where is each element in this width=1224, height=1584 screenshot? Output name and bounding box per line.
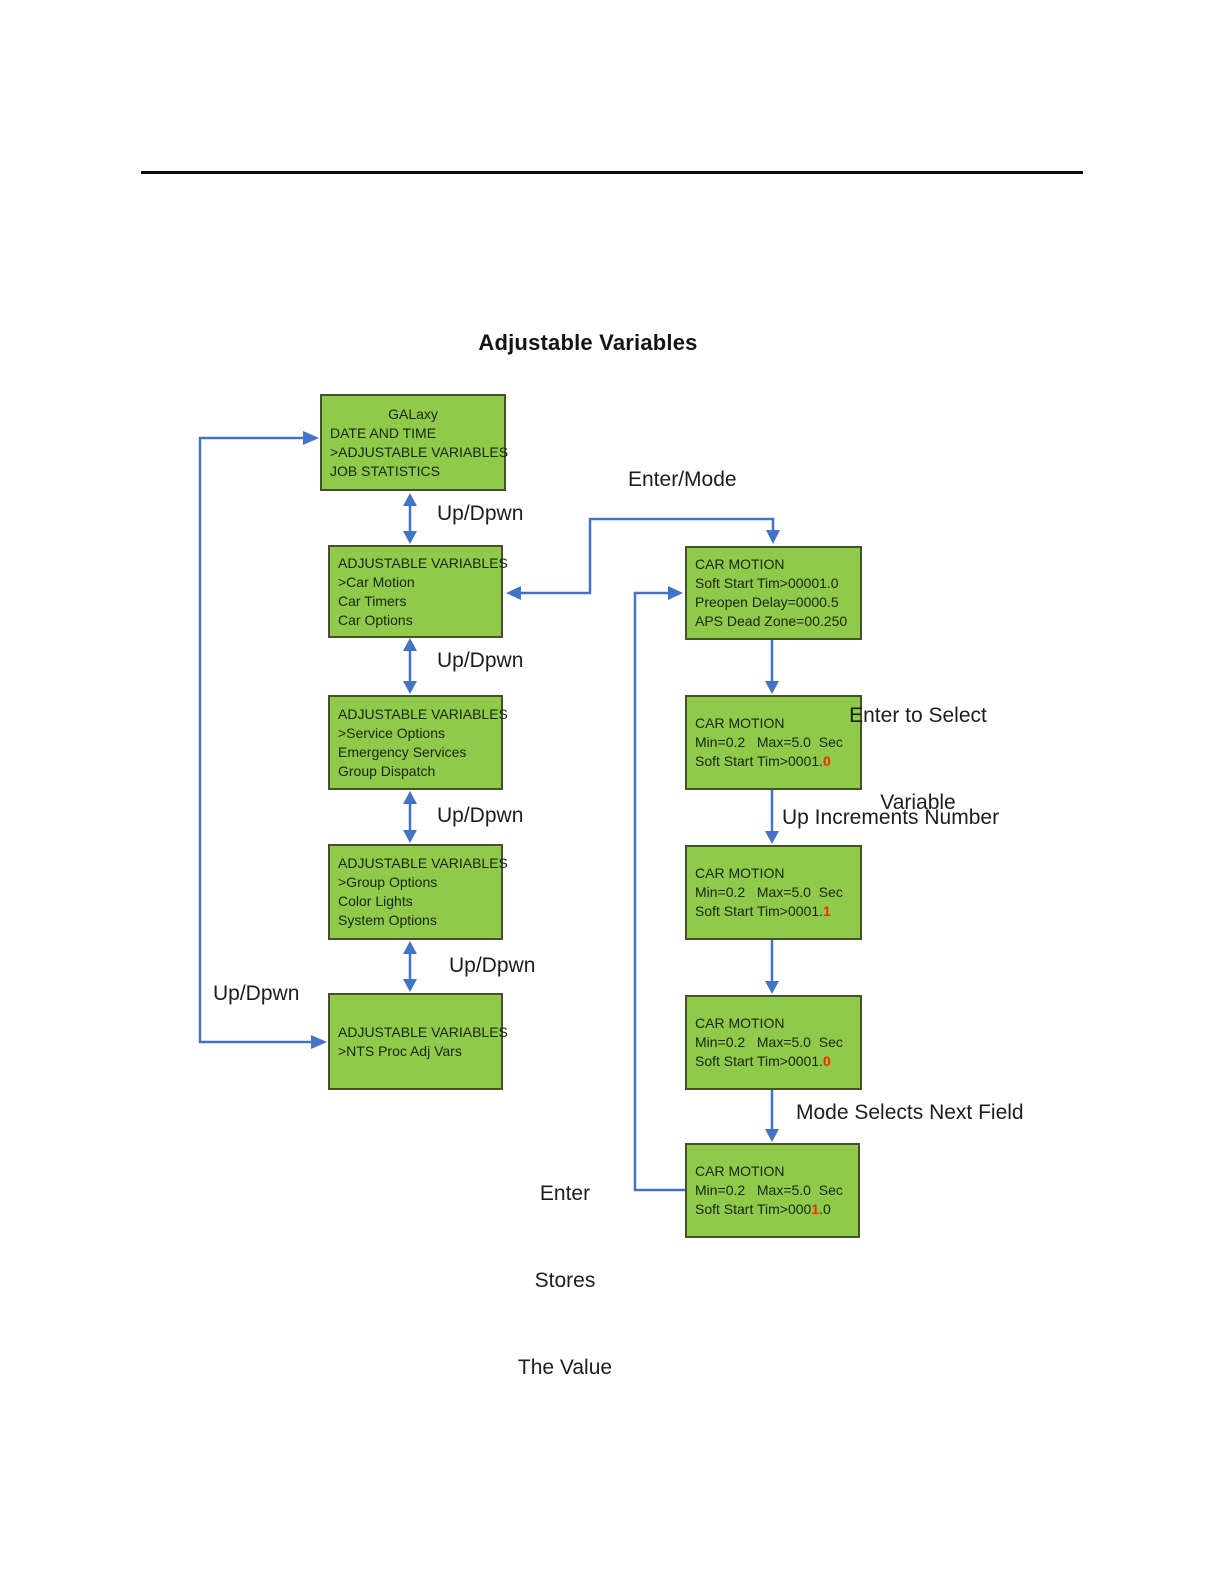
value-prefix: Soft Start Tim>000 bbox=[695, 1201, 812, 1217]
value-prefix: Soft Start Tim>0001. bbox=[695, 753, 824, 769]
connector-up-down-4 bbox=[403, 941, 417, 992]
screen-line: Soft Start Tim>00001.0 bbox=[695, 575, 839, 591]
screen-line: CAR MOTION bbox=[695, 1015, 785, 1031]
label-up-dpwn-2: Up/Dpwn bbox=[437, 649, 524, 672]
screen-line: CAR MOTION bbox=[695, 715, 785, 731]
value-edit-digit: 0 bbox=[823, 753, 831, 769]
screen-line: Emergency Services bbox=[338, 743, 467, 760]
screen-line: Min=0.2 Max=5.0 Sec bbox=[695, 1034, 843, 1050]
value-suffix: .0 bbox=[819, 1201, 831, 1217]
screen-line: Car Timers bbox=[338, 592, 407, 609]
screen-adjustable-variables-3: ADJUSTABLE VARIABLES >Group Options Colo… bbox=[328, 844, 508, 940]
screen-line: APS Dead Zone=00.250 bbox=[695, 613, 848, 629]
screen-line: >ADJUSTABLE VARIABLES bbox=[330, 443, 509, 460]
screen-line: Color Lights bbox=[338, 893, 413, 909]
screen-main-menu: GALaxy DATE AND TIME >ADJUSTABLE VARIABL… bbox=[320, 394, 509, 491]
screen-line: Group Dispatch bbox=[338, 762, 436, 779]
value-line: Soft Start Tim>0001.0 bbox=[695, 752, 852, 771]
label-enter-mode: Enter/Mode bbox=[628, 468, 737, 491]
screen-line: JOB STATISTICS bbox=[330, 462, 440, 479]
connector-up-increments bbox=[765, 790, 779, 844]
screen-line: >Service Options bbox=[338, 724, 445, 741]
connector-up-down-3 bbox=[403, 791, 417, 843]
label-line: Enter bbox=[539, 1182, 591, 1205]
connector-enter-stores bbox=[633, 586, 685, 1192]
connector-up-down-1 bbox=[403, 493, 417, 544]
screen-line: ADJUSTABLE VARIABLES bbox=[338, 1023, 508, 1040]
screen-line: CAR MOTION bbox=[695, 865, 785, 881]
value-prefix: Soft Start Tim>0001. bbox=[695, 903, 824, 919]
connector-mode-selects bbox=[765, 1090, 779, 1142]
label-line: Enter to Select bbox=[849, 704, 987, 727]
screen-line: ADJUSTABLE VARIABLES bbox=[338, 855, 508, 871]
label-up-dpwn-4: Up/Dpwn bbox=[449, 954, 536, 977]
label-up-dpwn-3: Up/Dpwn bbox=[437, 804, 524, 827]
connector-down-plain bbox=[765, 940, 779, 994]
value-prefix: Soft Start Tim>0001. bbox=[695, 1053, 824, 1069]
value-line: Soft Start Tim>0001.0 bbox=[695, 1052, 852, 1071]
screen-car-motion-decrement: CAR MOTION Min=0.2 Max=5.0 Sec Soft Star… bbox=[685, 995, 862, 1090]
screen-line: DATE AND TIME bbox=[330, 424, 437, 441]
screen-line: >Car Motion bbox=[338, 573, 415, 590]
screen-line: ADJUSTABLE VARIABLES bbox=[338, 705, 508, 722]
screen-line: CAR MOTION bbox=[695, 556, 785, 572]
label-enter-stores: Enter Stores The Value bbox=[510, 1121, 620, 1440]
screen-line: Car Options bbox=[338, 611, 413, 628]
screen-line: ADJUSTABLE VARIABLES bbox=[338, 554, 508, 571]
screen-line: >Group Options bbox=[338, 874, 438, 890]
screen-adjustable-variables-2: ADJUSTABLE VARIABLES >Service Options Em… bbox=[328, 695, 508, 790]
screen-line: Min=0.2 Max=5.0 Sec bbox=[695, 1182, 843, 1198]
header-rule bbox=[141, 171, 1083, 174]
screen-car-motion-increment: CAR MOTION Min=0.2 Max=5.0 Sec Soft Star… bbox=[685, 845, 862, 940]
label-line: The Value bbox=[517, 1356, 613, 1379]
label-up-dpwn-left: Up/Dpwn bbox=[213, 982, 300, 1005]
screen-line: Min=0.2 Max=5.0 Sec bbox=[695, 734, 843, 750]
value-edit-digit: 1 bbox=[811, 1201, 820, 1217]
screen-adjustable-variables-1: ADJUSTABLE VARIABLES >Car Motion Car Tim… bbox=[328, 545, 508, 638]
screen-line: Min=0.2 Max=5.0 Sec bbox=[695, 884, 843, 900]
label-line: Stores bbox=[534, 1269, 596, 1292]
screen-line: GALaxy bbox=[388, 405, 438, 422]
screen-line: >NTS Proc Adj Vars bbox=[338, 1042, 462, 1059]
screen-car-motion-next-field: CAR MOTION Min=0.2 Max=5.0 Sec Soft Star… bbox=[685, 1143, 860, 1238]
connector-left-loop bbox=[198, 431, 327, 1049]
label-enter-to-select: Enter to Select Variable bbox=[838, 643, 998, 875]
connector-up-down-2 bbox=[403, 638, 417, 694]
screen-car-motion-menu: CAR MOTION Soft Start Tim>00001.0 Preope… bbox=[685, 546, 862, 640]
value-edit-digit: 1 bbox=[823, 903, 831, 919]
value-edit-digit: 0 bbox=[823, 1053, 831, 1069]
label-line: Variable bbox=[880, 791, 956, 814]
screen-line: CAR MOTION bbox=[695, 1163, 785, 1179]
label-mode-selects: Mode Selects Next Field bbox=[796, 1101, 1024, 1124]
label-up-increments: Up Increments Number bbox=[782, 806, 1000, 829]
label-up-dpwn-1: Up/Dpwn bbox=[437, 502, 524, 525]
screen-car-motion-select: CAR MOTION Min=0.2 Max=5.0 Sec Soft Star… bbox=[685, 695, 862, 790]
connector-enter-to-select bbox=[765, 640, 779, 694]
screen-adjustable-variables-4: ADJUSTABLE VARIABLES >NTS Proc Adj Vars bbox=[328, 993, 508, 1090]
value-line: Soft Start Tim>0001.1 bbox=[695, 902, 852, 921]
diagram-title: Adjustable Variables bbox=[478, 330, 698, 355]
screen-line: System Options bbox=[338, 912, 437, 928]
value-line: Soft Start Tim>0001.0 bbox=[695, 1200, 850, 1219]
screen-line: Preopen Delay=0000.5 bbox=[695, 594, 839, 610]
